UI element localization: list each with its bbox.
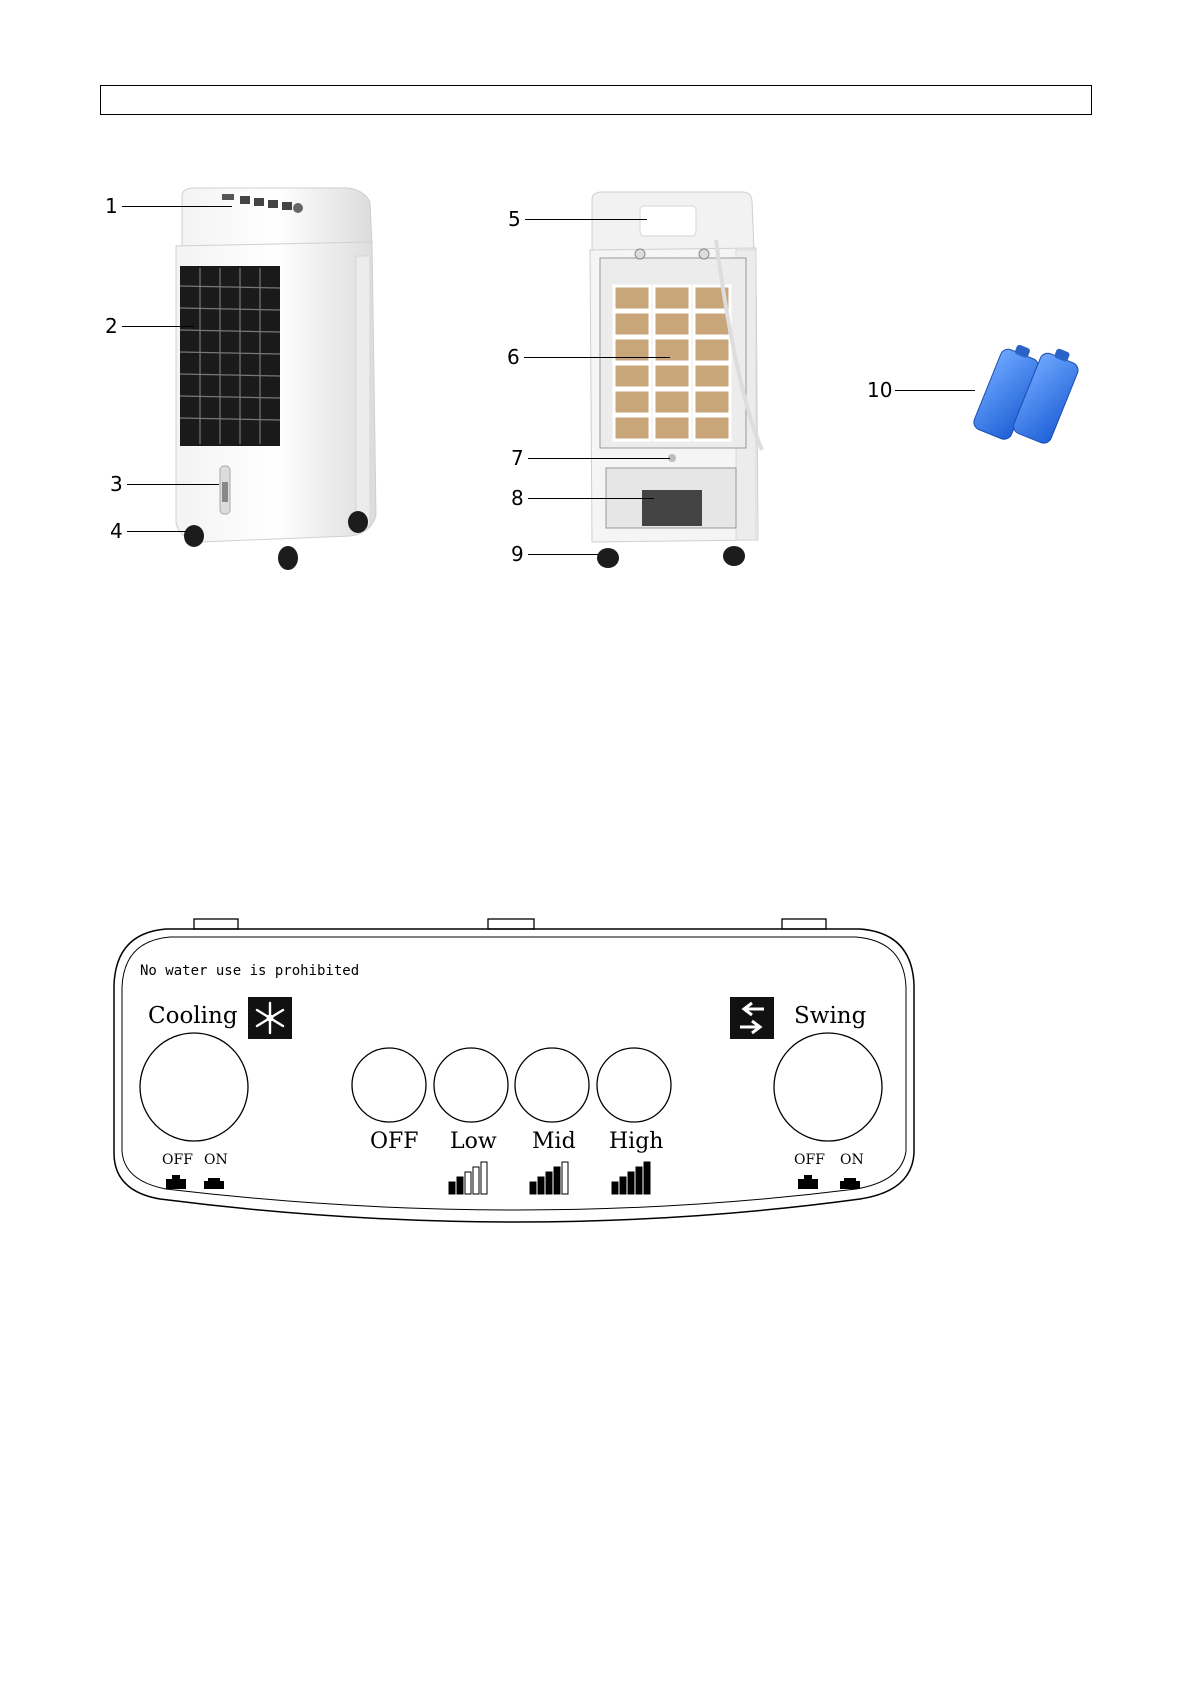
part-label-6: 6 xyxy=(507,347,520,367)
swing-label: Swing xyxy=(794,1003,867,1029)
cooling-button[interactable] xyxy=(140,1033,248,1141)
speed-bar xyxy=(481,1162,487,1194)
speed-bar xyxy=(628,1172,634,1194)
warning-text: No water use is prohibited xyxy=(140,963,359,979)
swing-on-label: ON xyxy=(840,1152,864,1168)
speed-off-label: OFF xyxy=(370,1129,419,1154)
leader-line-4 xyxy=(127,531,187,532)
speed-low-bars-indicator xyxy=(449,1162,487,1194)
swing-arrows-icon xyxy=(730,997,774,1039)
leader-line-8 xyxy=(528,498,654,499)
speed-bar xyxy=(449,1182,455,1194)
speed-bar xyxy=(473,1167,479,1194)
speed-bar xyxy=(546,1172,552,1194)
speed-bar xyxy=(620,1177,626,1194)
part-label-1: 1 xyxy=(105,196,118,216)
part-label-2: 2 xyxy=(105,316,118,336)
leader-line-6 xyxy=(524,357,670,358)
part-label-3: 3 xyxy=(110,474,123,494)
speed-bar xyxy=(612,1182,618,1194)
cooling-label: Cooling xyxy=(148,1003,238,1029)
speed-high-bars-indicator xyxy=(612,1162,650,1194)
leader-line-9 xyxy=(528,554,598,555)
part-label-10: 10 xyxy=(867,380,892,400)
snowflake-icon xyxy=(248,997,292,1039)
speed-off-button[interactable] xyxy=(352,1048,426,1122)
part-label-7: 7 xyxy=(511,448,524,468)
speed-bar xyxy=(554,1167,560,1194)
cooling-switch-indicator xyxy=(166,1175,224,1189)
leader-line-5 xyxy=(525,219,647,220)
swing-button[interactable] xyxy=(774,1033,882,1141)
leader-line-7 xyxy=(528,458,670,459)
page-title-box xyxy=(100,85,1092,115)
speed-low-label: Low xyxy=(450,1129,497,1154)
leader-line-1 xyxy=(122,206,232,207)
speed-mid-button[interactable] xyxy=(515,1048,589,1122)
speed-bar xyxy=(636,1167,642,1194)
control-panel-diagram: No water use is prohibited Cooling Swing… xyxy=(100,915,920,1255)
speed-mid-bars-indicator xyxy=(530,1162,568,1194)
swing-off-label: OFF xyxy=(794,1152,825,1168)
front-view-illustration xyxy=(170,186,380,576)
speed-low-button[interactable] xyxy=(434,1048,508,1122)
leader-line-10 xyxy=(895,390,975,391)
ice-packs-illustration xyxy=(968,340,1082,450)
speed-bar xyxy=(457,1177,463,1194)
speed-mid-label: Mid xyxy=(532,1129,576,1154)
cooling-on-label: ON xyxy=(204,1152,228,1168)
speed-bar xyxy=(644,1162,650,1194)
back-view-illustration xyxy=(586,190,786,574)
speed-bar xyxy=(538,1177,544,1194)
speed-high-label: High xyxy=(609,1129,663,1154)
speed-high-button[interactable] xyxy=(597,1048,671,1122)
speed-bar xyxy=(562,1162,568,1194)
leader-line-2 xyxy=(122,326,194,327)
speed-bar xyxy=(530,1182,536,1194)
speed-bar xyxy=(465,1172,471,1194)
part-label-5: 5 xyxy=(508,209,521,229)
cooling-off-label: OFF xyxy=(162,1152,193,1168)
leader-line-3 xyxy=(127,484,219,485)
part-label-9: 9 xyxy=(511,544,524,564)
part-label-4: 4 xyxy=(110,521,123,541)
part-label-8: 8 xyxy=(511,488,524,508)
swing-switch-indicator xyxy=(798,1175,860,1189)
